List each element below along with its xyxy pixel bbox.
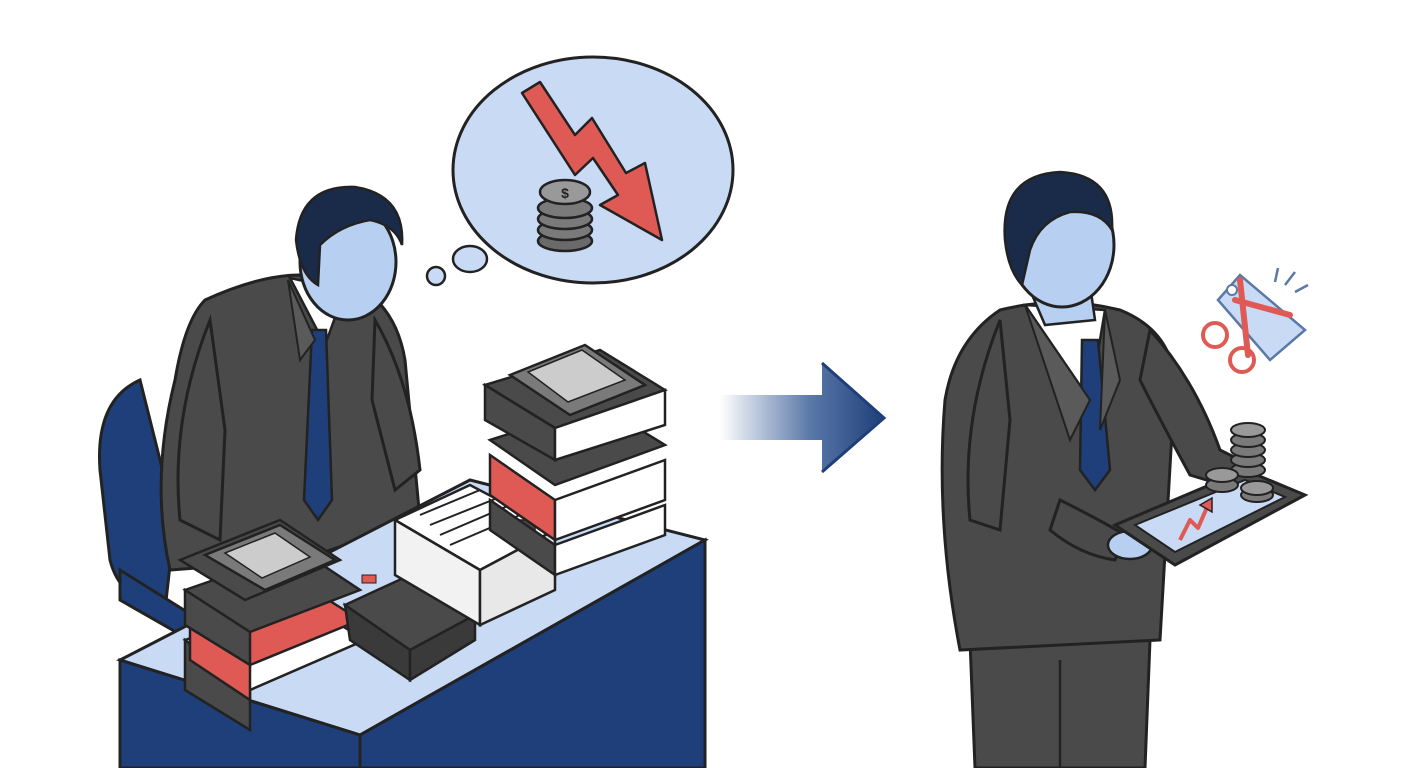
coin-stack-icon: $	[536, 178, 594, 253]
stressed-businessman-group: $	[98, 55, 735, 768]
scissors-price-tag-icon	[1201, 267, 1309, 374]
rising-arrow-icon	[1178, 496, 1213, 541]
thought-bubble: $	[451, 55, 735, 285]
office-chair	[98, 377, 202, 643]
businessman-right-head	[1003, 170, 1116, 327]
confident-businessman-group	[940, 170, 1309, 768]
businessman-left-body	[159, 273, 422, 572]
right-arrow-icon	[720, 361, 887, 474]
thought-dot-medium	[451, 244, 489, 274]
calculator-desk	[342, 573, 478, 683]
businessman-left-head	[294, 185, 404, 322]
coin-stack-icon	[1205, 422, 1274, 503]
dollar-symbol: $	[561, 185, 569, 201]
binder-stack-right	[481, 343, 668, 578]
businessman-right-body	[940, 301, 1263, 652]
thought-dot-small	[425, 265, 447, 287]
falling-arrow-icon	[520, 80, 664, 242]
binder-stack-left	[177, 518, 368, 733]
